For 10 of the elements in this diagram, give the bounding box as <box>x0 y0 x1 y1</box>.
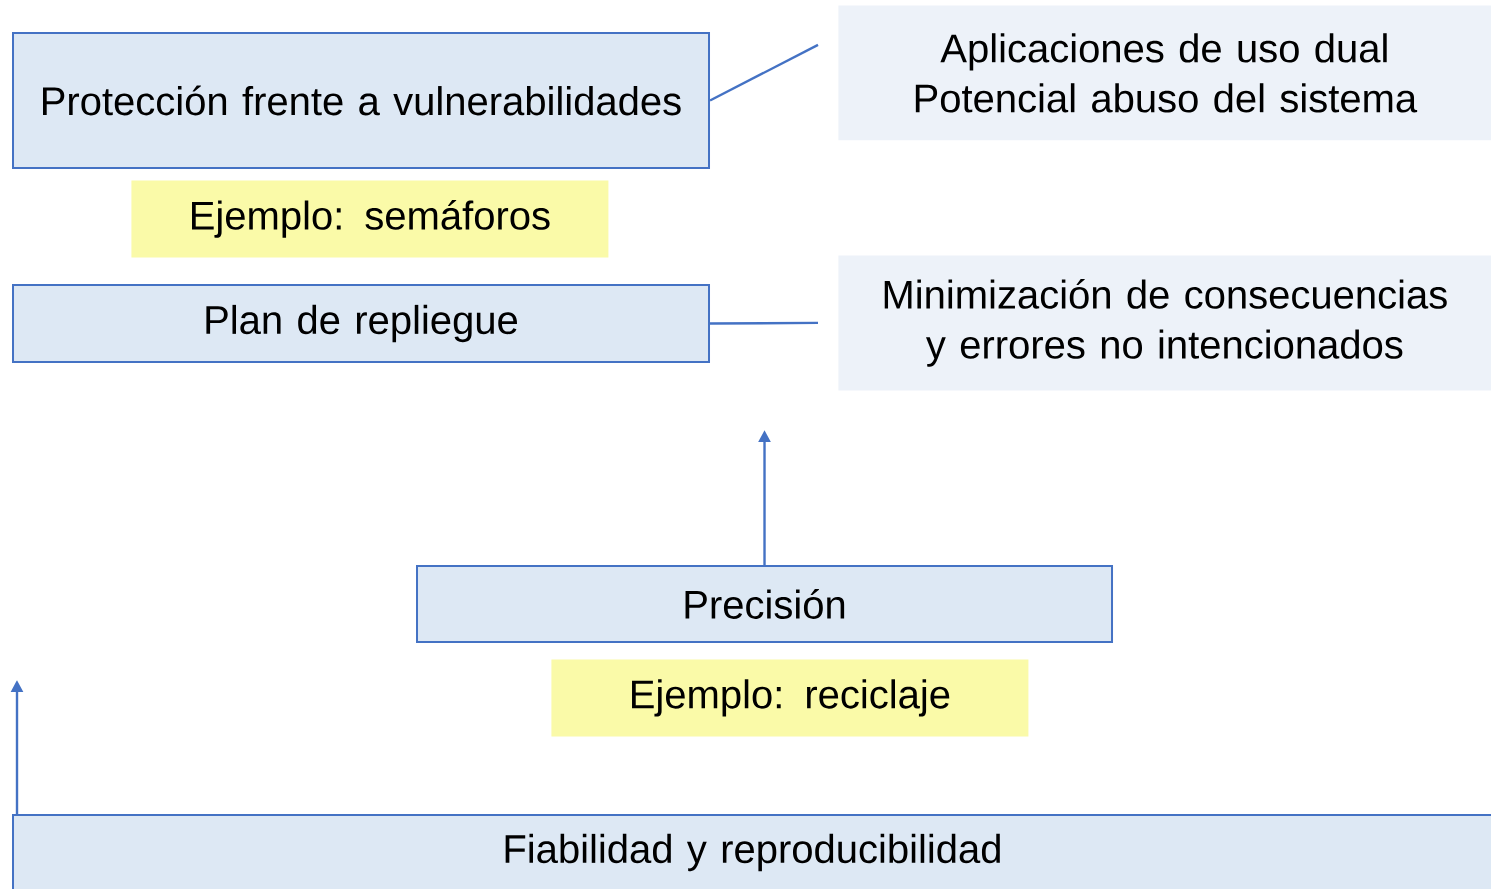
note-box: Minimización de consecuencias y errores no intencionados <box>838 255 1491 391</box>
connector-line <box>710 321 818 325</box>
process-box: Protección frente a vulnerabilidades <box>12 32 710 169</box>
process-box: Plan de repliegue <box>12 284 710 363</box>
example-box: Ejemplo: semáforos <box>131 180 609 258</box>
process-box: Fiabilidad y reproducibilidad <box>12 814 1491 889</box>
note-box: Aplicaciones de uso dual Potencial abuso del sistema <box>838 5 1491 141</box>
process-box: Precisión <box>416 565 1113 643</box>
example-box: Ejemplo: reciclaje <box>551 659 1029 737</box>
connector-line <box>709 43 819 102</box>
